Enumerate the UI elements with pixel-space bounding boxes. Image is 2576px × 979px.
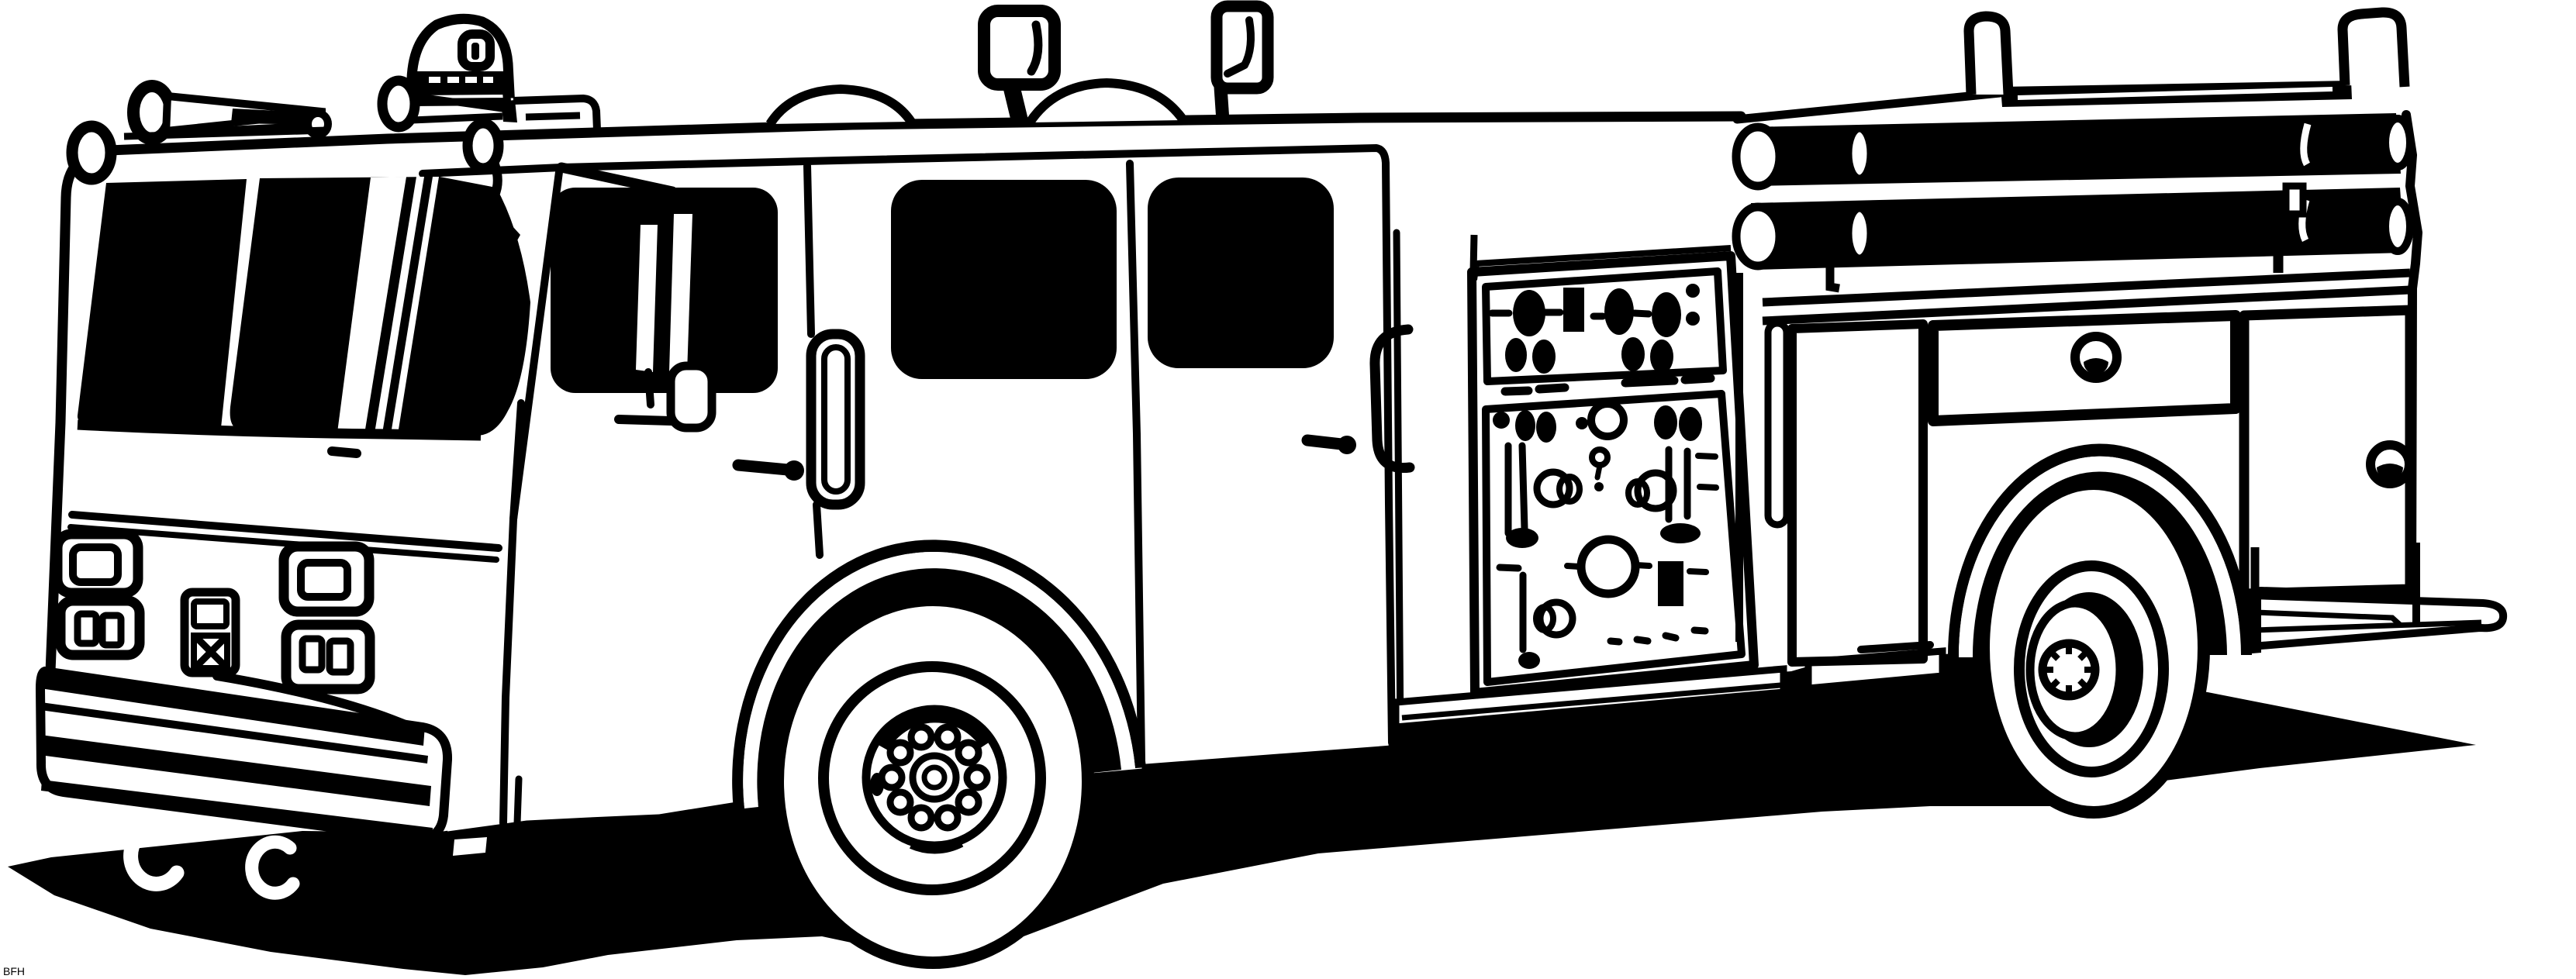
svg-text:BFH: BFH bbox=[3, 965, 25, 977]
